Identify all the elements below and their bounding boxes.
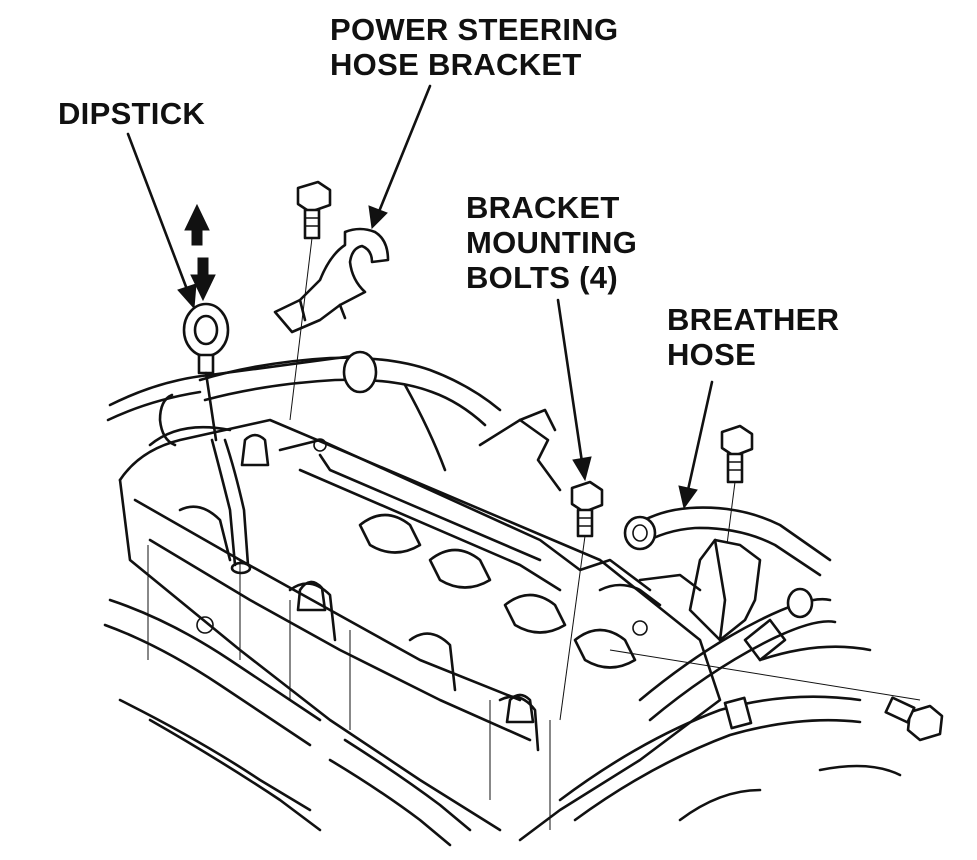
power-steering-hose bbox=[158, 350, 502, 472]
bolt-upper-right bbox=[720, 424, 754, 561]
ps-hose-bracket-label: POWER STEERING HOSE BRACKET bbox=[330, 12, 618, 82]
dipstick-label-text: DIPSTICK bbox=[58, 96, 206, 131]
bracket-mounting-bolts-label-line3: BOLTS (4) bbox=[466, 260, 618, 295]
bracket-mounting-bolts-label: BRACKET MOUNTING BOLTS (4) bbox=[466, 190, 637, 295]
ps-hose-bracket-label-line2: HOSE BRACKET bbox=[330, 47, 582, 82]
bolts-leader bbox=[556, 298, 584, 464]
rear-bracket bbox=[478, 408, 562, 492]
ps-hose-bracket-label-line1: POWER STEERING bbox=[330, 12, 619, 47]
breather-hose-label-line1: BREATHER bbox=[667, 302, 840, 337]
breather-leader bbox=[686, 380, 714, 492]
breather-arrowhead bbox=[678, 485, 698, 510]
dipstick-leader bbox=[126, 132, 190, 294]
breather-hose-drawing bbox=[558, 506, 902, 822]
ps-bracket-leader bbox=[376, 84, 432, 216]
breather-hose-label: BREATHER HOSE bbox=[667, 302, 839, 372]
leader-arrows bbox=[126, 84, 714, 510]
bolts-arrowhead bbox=[572, 456, 592, 482]
ps-bracket-arrowhead bbox=[368, 205, 388, 230]
bolt-center bbox=[559, 480, 604, 721]
ps-hose-bracket-drawing bbox=[273, 227, 390, 334]
dipstick-label: DIPSTICK bbox=[58, 96, 205, 131]
bracket-mounting-bolts-label-line1: BRACKET bbox=[466, 190, 620, 225]
dipstick-drawing bbox=[182, 203, 252, 575]
bracket-mounting-bolts-label-line2: MOUNTING bbox=[466, 225, 638, 260]
dipstick-arrowhead bbox=[177, 283, 197, 310]
bolt-lower-right bbox=[884, 696, 944, 742]
bolt-top-left bbox=[289, 180, 332, 421]
breather-hose-label-line2: HOSE bbox=[667, 337, 757, 372]
cylinder-head-cover bbox=[103, 353, 921, 847]
